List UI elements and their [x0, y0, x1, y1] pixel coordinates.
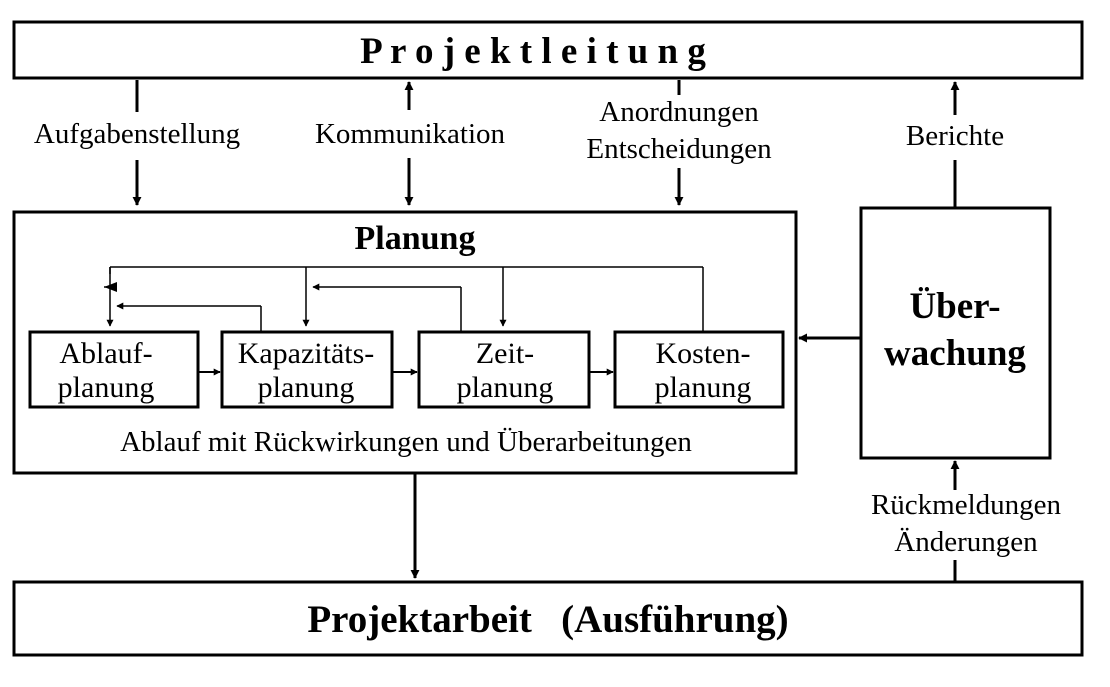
- kapazitaetsplanung-line1: Kapazitäts-: [238, 337, 375, 370]
- feedback-arrowheads: [104, 282, 117, 292]
- kommunikation-label: Kommunikation: [315, 118, 506, 150]
- projektarbeit-box: [12, 580, 1084, 657]
- kapazitaetsplanung-line2: planung: [258, 371, 355, 404]
- projektleitung-title: P r o j e k t l e i t u n g: [360, 31, 706, 72]
- ueberwachung-line2: wachung: [884, 333, 1026, 374]
- kostenplanung-line1: Kosten-: [656, 337, 751, 370]
- anordnungen-label: Anordnungen: [599, 96, 759, 128]
- planung-caption: Ablauf mit Rückwirkungen und Überarbeitu…: [120, 426, 692, 458]
- kapazitaetsplanung-box: [220, 330, 394, 409]
- ablaufplanung-box: [28, 330, 200, 409]
- aufgabenstellung-label: Aufgabenstellung: [34, 118, 240, 150]
- kostenplanung-box: [613, 330, 785, 409]
- rueckmeldungen-label: Rückmeldungen: [871, 489, 1062, 521]
- zeitplanung-line1: Zeit-: [476, 337, 534, 370]
- projektarbeit-title: Projektarbeit (Ausführung): [307, 598, 788, 641]
- berichte-label: Berichte: [906, 120, 1004, 152]
- planung-title: Planung: [355, 220, 476, 257]
- ablaufplanung-line1: Ablauf-: [59, 337, 152, 370]
- planung-box: [12, 210, 798, 475]
- zeitplanung-box: [417, 330, 591, 409]
- zeitplanung-line2: planung: [457, 371, 554, 404]
- aenderungen-label: Änderungen: [894, 526, 1038, 558]
- feedback-lines: [104, 266, 704, 332]
- ueberwachung-box: [859, 206, 1052, 460]
- entscheidungen-label: Entscheidungen: [586, 133, 772, 165]
- ablaufplanung-line2: planung: [58, 371, 155, 404]
- projektleitung-box: [12, 20, 1084, 80]
- kostenplanung-line2: planung: [655, 371, 752, 404]
- ueberwachung-line1: Über-: [909, 286, 1000, 327]
